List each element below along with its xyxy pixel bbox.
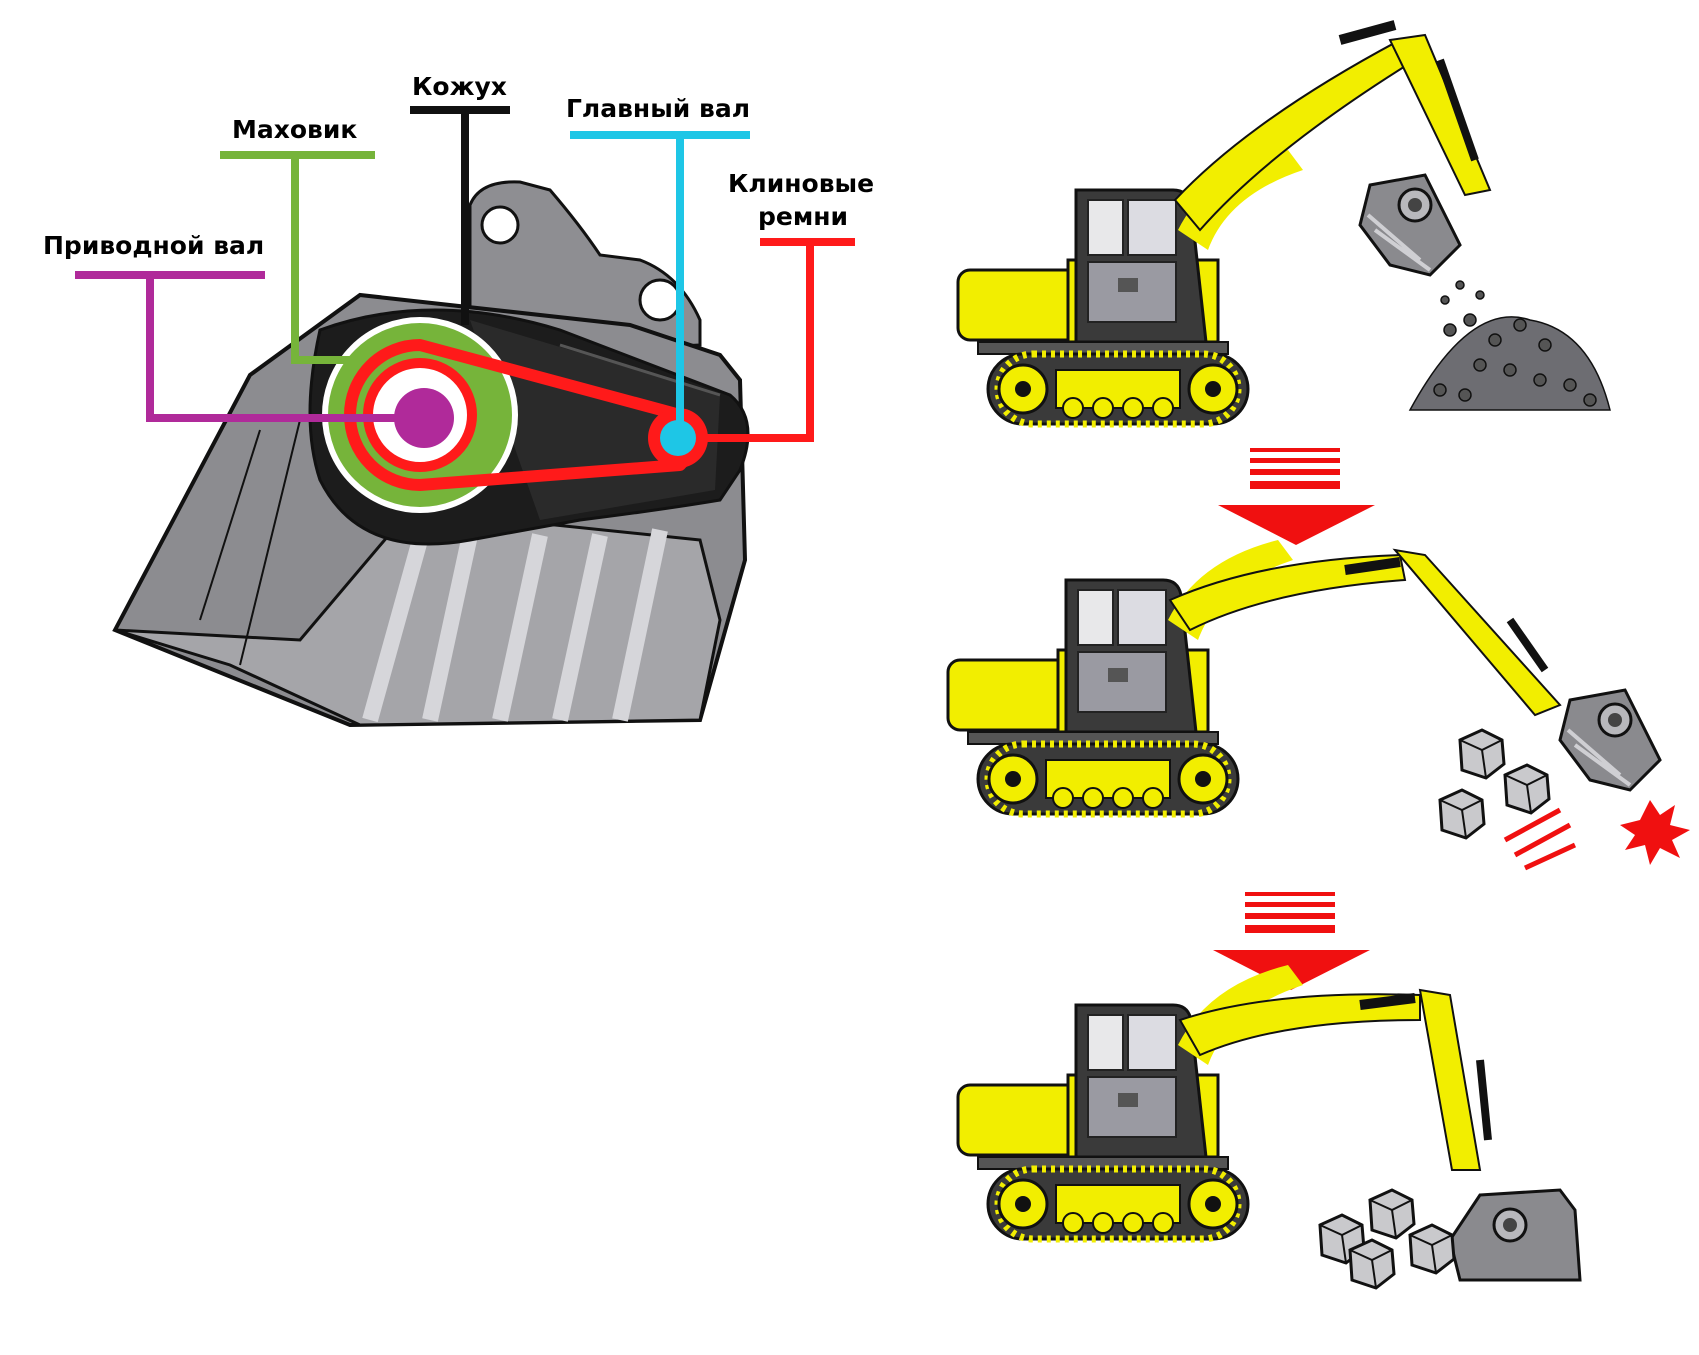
gravel-pile [1408, 280, 1611, 411]
label-drive-shaft: Приводной вал [43, 231, 264, 260]
label-flywheel: Маховик [232, 115, 357, 144]
stage-2-crushing [948, 540, 1690, 871]
label-v-belts-line2: ремни [758, 202, 848, 231]
stage-3-scooping [958, 965, 1582, 1290]
callout-lines [75, 106, 855, 442]
stage-1-pouring [958, 20, 1611, 424]
drive-shaft [394, 388, 454, 448]
impact-burst [1620, 800, 1690, 865]
label-v-belts-line1: Клиновые [728, 169, 874, 198]
sequence-arrow-1 [1218, 448, 1375, 545]
label-casing: Кожух [412, 72, 507, 101]
label-main-shaft: Главный вал [566, 94, 750, 123]
crusher-bucket-cutaway [112, 180, 750, 728]
main-shaft [660, 420, 696, 456]
